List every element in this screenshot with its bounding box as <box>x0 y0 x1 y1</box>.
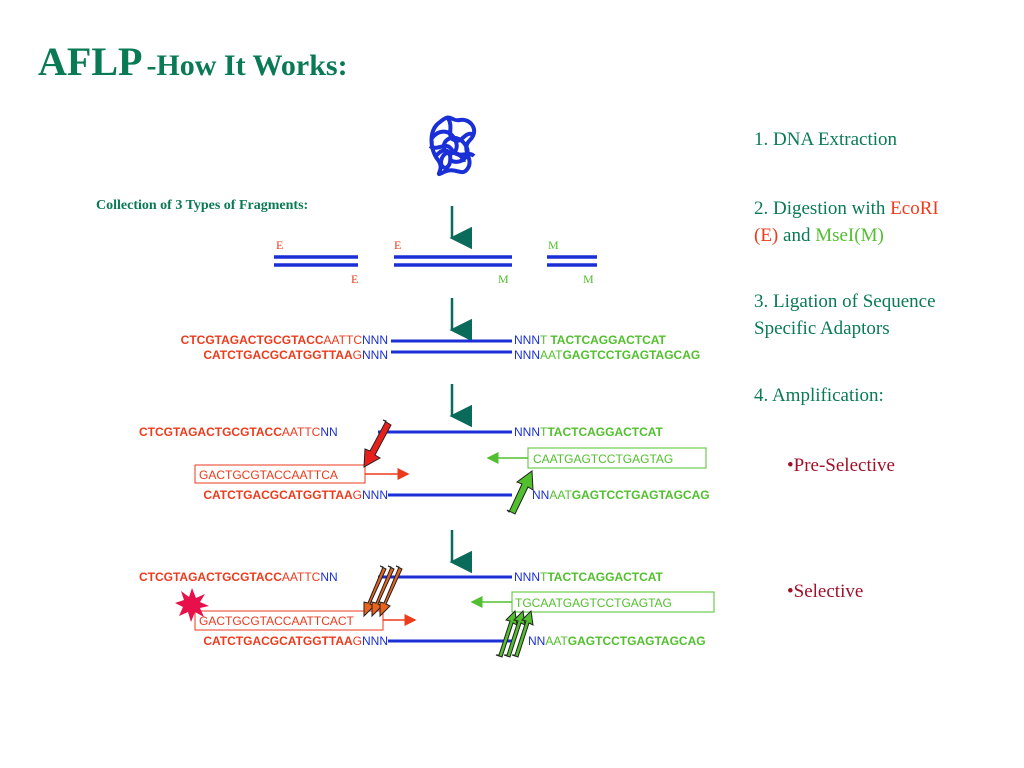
primer-ecori: GACTGCGTACCAATTCA <box>199 468 338 482</box>
pre-red-arrow-icon <box>363 419 392 468</box>
ligation-bottom-left: CATCTGACGCATGGTTAAGNNN <box>203 348 388 362</box>
seq-msei-adaptor: TACTCAGGACTCAT <box>547 425 663 439</box>
seq-site: G <box>353 634 362 648</box>
title-main: AFLP <box>38 39 143 84</box>
ecori-label: EcoRI <box>890 198 939 219</box>
sel-red-arrows-icon <box>363 565 403 618</box>
step-ligation-line1: 3. Ligation of Sequence <box>754 291 936 312</box>
seq-n: NNN <box>362 488 388 502</box>
fragment-label-e2: E <box>394 238 401 252</box>
pre-green-arrow-icon <box>506 470 534 515</box>
seq-site: AAT <box>549 488 572 502</box>
step-ligation-line2: Specific Adaptors <box>754 318 890 339</box>
seq-n: NNN <box>514 425 540 439</box>
fragment-label-e1: E <box>276 238 283 252</box>
msei-label: MseI(M) <box>815 225 884 246</box>
sel-green-arrows-icon <box>495 609 534 658</box>
seq-ecori-adaptor: CATCTGACGCATGGTTAA <box>203 488 353 502</box>
seq-n: NNN <box>362 634 388 648</box>
seq-msei-adaptor: GAGTCCTGAGTAGCAG <box>562 348 700 362</box>
pre-bottom-left: CATCTGACGCATGGTTAAGNNN <box>203 488 388 502</box>
seq-ecori-adaptor: CTCGTAGACTGCGTACC <box>139 425 282 439</box>
step-digestion-and: and <box>778 225 816 246</box>
step-amplification: 4. Amplification: <box>754 385 884 406</box>
ligation-bottom-right: NNNAATGAGTCCTGAGTAGCAG <box>514 348 700 362</box>
seq-n: NN <box>528 634 545 648</box>
sel-bottom-left: CATCTGACGCATGGTTAAGNNN <box>203 634 388 648</box>
fragment-label-e3: E <box>351 272 358 286</box>
sel-top-left: CTCGTAGACTGCGTACCAATTCNN <box>139 570 338 584</box>
seq-n: NN <box>532 488 549 502</box>
seq-site: AAT <box>545 634 568 648</box>
dna-blob-icon <box>428 115 477 177</box>
seq-msei-adaptor: GAGTCCTGAGTAGCAG <box>568 634 706 648</box>
seq-site: T <box>540 333 548 347</box>
sel-top-right: NNNTTACTCAGGACTCAT <box>514 570 664 584</box>
seq-ecori-adaptor: CTCGTAGACTGCGTACC <box>139 570 282 584</box>
pre-bottom-right: NNAATGAGTCCTGAGTAGCAG <box>532 488 710 502</box>
ligation-panel: CTCGTAGACTGCGTACCAATTCNNN CATCTGACGCATGG… <box>181 333 701 362</box>
seq-site: AATTC <box>324 333 363 347</box>
seq-n: NNN <box>514 570 540 584</box>
seq-n: NNN <box>514 333 540 347</box>
seq-n: NNN <box>514 348 540 362</box>
seq-n: NNN <box>362 333 388 347</box>
seq-n: NN <box>320 425 337 439</box>
seq-site: G <box>353 348 362 362</box>
seq-site: AATTC <box>282 570 321 584</box>
selective-panel: CTCGTAGACTGCGTACCAATTCNN CATCTGACGCATGGT… <box>139 565 715 658</box>
pre-top-left: CTCGTAGACTGCGTACCAATTCNN <box>139 425 338 439</box>
fragment-types <box>274 255 597 267</box>
seq-site: AAT <box>540 348 563 362</box>
seq-ecori-adaptor: CATCTGACGCATGGTTAA <box>203 634 353 648</box>
primer-msei-selective: TGCAATGAGTCCTGAGTAG <box>515 596 672 610</box>
step-selective: •Selective <box>787 581 864 602</box>
step-ligation: 3. Ligation of Sequence Specific Adaptor… <box>754 288 936 342</box>
seq-site: G <box>353 488 362 502</box>
ligation-top-left: CTCGTAGACTGCGTACCAATTCNNN <box>181 333 388 347</box>
pre-top-right: NNNTTACTCAGGACTCAT <box>514 425 664 439</box>
mismatch-burst-icon <box>175 588 209 622</box>
primer-ecori-selective: GACTGCGTACCAATTCACT <box>199 614 355 628</box>
step-digestion-prefix: 2. Digestion with <box>754 198 891 219</box>
fragment-label-m3: M <box>583 272 594 286</box>
title-sub: -How It Works: <box>146 49 348 82</box>
seq-msei-adaptor: GAGTCCTGAGTAGCAG <box>572 488 710 502</box>
seq-msei-adaptor: TACTCAGGACTCAT <box>547 570 663 584</box>
step-preselective: •Pre-Selective <box>787 455 895 476</box>
fragment-label-m2: M <box>498 272 509 286</box>
sel-bottom-right: NNAATGAGTCCTGAGTAGCAG <box>528 634 706 648</box>
step-dna-extraction: 1. DNA Extraction <box>754 129 898 150</box>
seq-site: T <box>540 570 548 584</box>
step-digestion: 2. Digestion with EcoRI (E) and MseI(M) <box>754 195 939 249</box>
seq-ecori-adaptor: CTCGTAGACTGCGTACC <box>181 333 324 347</box>
primer-msei: CAATGAGTCCTGAGTAG <box>533 452 673 466</box>
seq-n: NNN <box>362 348 388 362</box>
page-title: AFLP -How It Works: <box>38 38 348 85</box>
seq-site: AATTC <box>282 425 321 439</box>
fragment-label-m1: M <box>548 238 559 252</box>
seq-n: NN <box>320 570 337 584</box>
preselective-panel: CTCGTAGACTGCGTACCAATTCNN CATCTGACGCATGGT… <box>139 419 710 515</box>
seq-site: T <box>540 425 548 439</box>
ecori-abbrev: (E) <box>754 225 779 246</box>
fragments-caption: Collection of 3 Types of Fragments: <box>96 198 308 213</box>
seq-ecori-adaptor: CATCTGACGCATGGTTAA <box>203 348 353 362</box>
seq-msei-adaptor: TACTCAGGACTCAT <box>550 333 666 347</box>
